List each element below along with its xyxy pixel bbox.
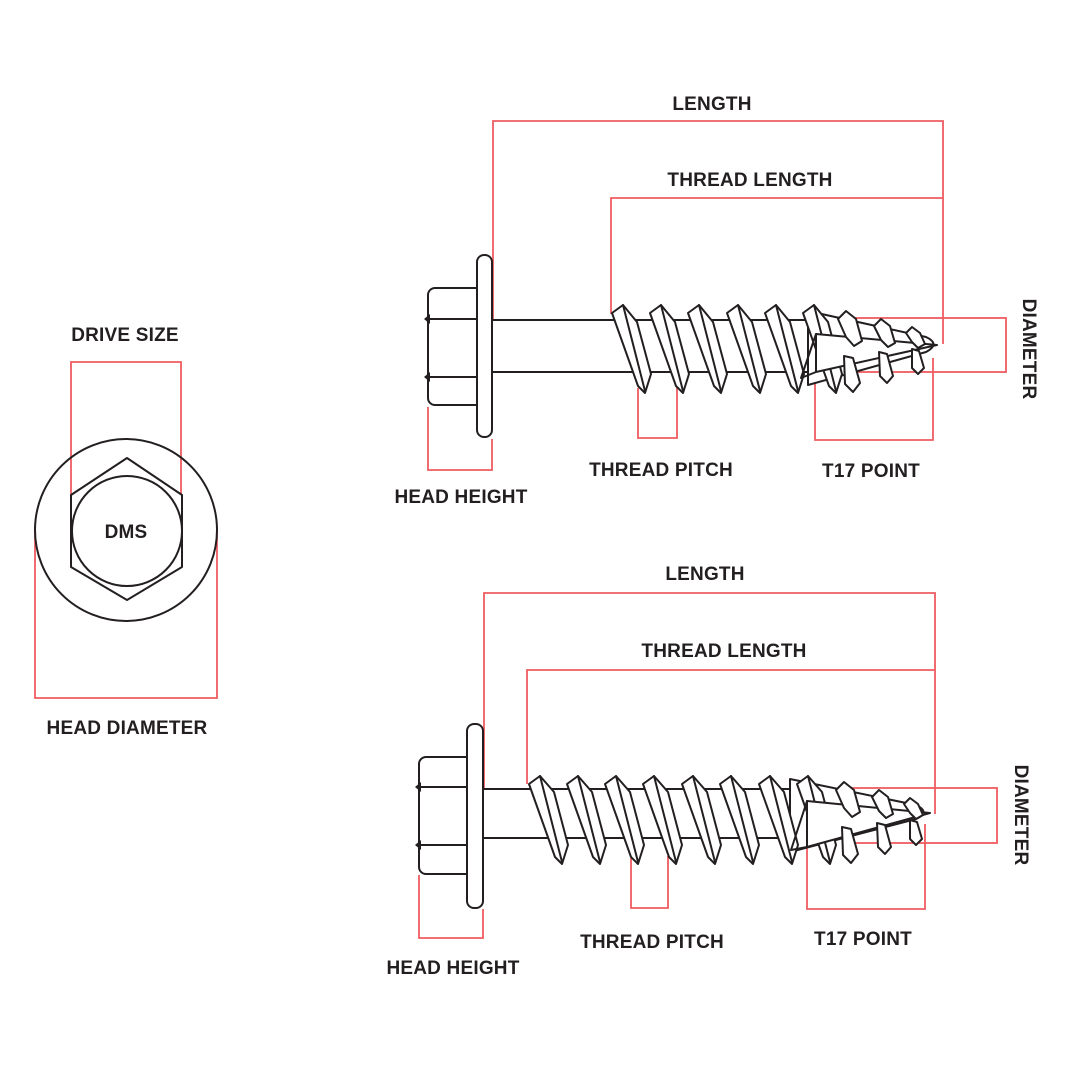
thread-crest-ridge — [737, 304, 761, 392]
side-view-bottom: LENGTH THREAD LENGTH DIAMETER THREAD PIT… — [386, 564, 1031, 979]
thread-crest-ridge — [692, 775, 716, 863]
t17-point-dimension-bottom — [806, 808, 926, 910]
point-threads — [837, 310, 926, 393]
t17-flute-face — [800, 333, 817, 379]
head-diameter-dimension-bracket — [34, 527, 218, 699]
label-head-height-top: HEAD HEIGHT — [394, 487, 527, 508]
hex-corner-notch — [415, 782, 421, 792]
label-length-top: LENGTH — [672, 94, 751, 115]
label-thread-length-bottom: THREAD LENGTH — [641, 641, 806, 662]
point-thread-crest — [843, 355, 861, 393]
point-threads — [835, 781, 924, 864]
drive-recess-circle — [71, 475, 183, 587]
t17-flute — [806, 800, 931, 848]
head-outer-circle — [34, 438, 218, 622]
label-diameter-bottom: DIAMETER — [1010, 765, 1031, 866]
hex-corner-notch — [424, 372, 430, 382]
thread-crest-ridge — [615, 775, 639, 863]
point-thread-crest — [905, 326, 926, 349]
length-dimension-top — [492, 120, 944, 344]
thread-pitch-dimension-bottom — [630, 856, 669, 909]
thread-crest-ridge — [653, 775, 677, 863]
label-thread-pitch-bottom: THREAD PITCH — [580, 932, 724, 953]
point-thread-crest — [909, 819, 923, 846]
point-thread-crest — [873, 318, 896, 348]
hex-corner-notch — [424, 314, 430, 324]
thread-crest-ridge — [622, 304, 646, 392]
point-thread-crest — [878, 351, 894, 384]
thread-crest-ridge — [660, 304, 684, 392]
thread-crests — [528, 775, 837, 865]
screw-shank — [491, 319, 815, 373]
t17-flute-face — [790, 800, 808, 851]
front-view: DMS DRIVE SIZE HEAD DIAMETER — [34, 325, 218, 739]
hex-corner-notch — [415, 840, 421, 850]
thread-crest-ridge — [769, 775, 793, 863]
label-thread-pitch-top: THREAD PITCH — [589, 460, 733, 481]
drive-marking-text: DMS — [105, 522, 148, 543]
hex-head — [427, 287, 483, 406]
label-length-bottom: LENGTH — [665, 564, 744, 585]
label-diameter-top: DIAMETER — [1018, 299, 1039, 400]
thread-crests — [611, 304, 843, 394]
thread-crest-ridge — [698, 304, 722, 392]
flange-washer — [476, 254, 493, 438]
label-t17-point-top: T17 POINT — [822, 461, 920, 482]
label-thread-length-top: THREAD LENGTH — [667, 170, 832, 191]
length-dimension-bottom — [483, 592, 936, 814]
point-thread-crest — [911, 348, 925, 375]
head-height-dimension-top — [427, 407, 493, 471]
screw-drawing-bottom — [415, 723, 931, 909]
flange-washer — [466, 723, 484, 909]
thread-crest-ridge — [730, 775, 754, 863]
point-thread-crest — [876, 822, 892, 855]
label-drive-size: DRIVE SIZE — [71, 325, 179, 346]
label-head-height-bottom: HEAD HEIGHT — [386, 958, 519, 979]
thread-length-dimension-top — [610, 197, 943, 314]
point-thread-crest — [903, 797, 924, 820]
screw-drawing-top — [424, 254, 938, 438]
side-view-top: LENGTH THREAD LENGTH DIAMETER THREAD PIT… — [394, 94, 1039, 508]
point-thread-crest — [835, 781, 861, 818]
label-t17-point-bottom: T17 POINT — [814, 929, 912, 950]
hex-outline — [70, 457, 183, 601]
point-thread-crest — [837, 310, 863, 347]
thread-length-dimension-bottom — [526, 669, 935, 784]
label-head-diameter: HEAD DIAMETER — [47, 718, 208, 739]
thread-pitch-dimension-top — [637, 386, 678, 439]
thread-crest-ridge — [775, 304, 799, 392]
t17-point-dimension-top — [814, 336, 934, 441]
thread-crest-ridge — [539, 775, 563, 863]
point-thread-crest — [841, 826, 859, 864]
thread-crest-ridge — [577, 775, 601, 863]
head-height-dimension-bottom — [418, 875, 484, 939]
drive-size-dimension-bracket — [70, 361, 182, 494]
point-thread-crest — [871, 789, 894, 819]
